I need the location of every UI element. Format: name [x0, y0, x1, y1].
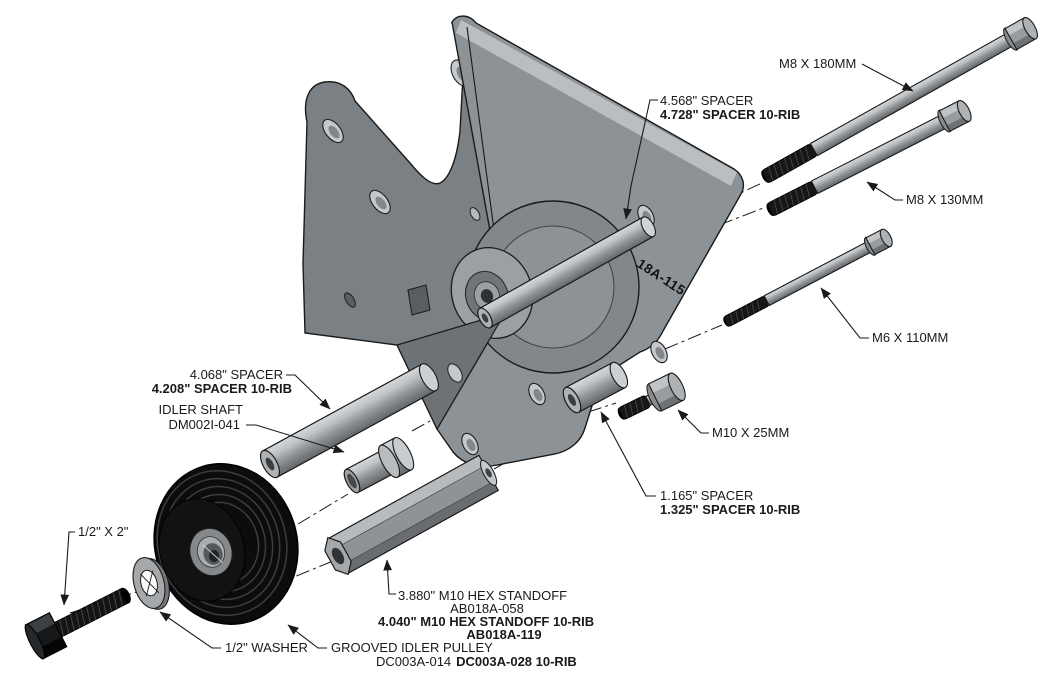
label-spacer-1165-line2: 1.325" SPACER 10-RIB — [660, 502, 800, 517]
label-standoff-line1: 3.880" M10 HEX STANDOFF — [398, 588, 567, 603]
label-spacer-4068-line1: 4.068" SPACER — [190, 367, 283, 382]
bracket-gusset-hole — [447, 363, 463, 383]
bolt-half-inch-part — [24, 587, 131, 660]
label-spacer-4568-line2: 4.728" SPACER 10-RIB — [660, 107, 800, 122]
leader-m8x130 — [866, 181, 903, 201]
bolt-m6x110-part — [723, 228, 893, 327]
label-washer: 1/2" WASHER — [225, 640, 308, 655]
spacer-4568-part — [477, 216, 656, 329]
label-idler-shaft-line1: IDLER SHAFT — [158, 402, 243, 417]
bolt-m8x130-part — [766, 99, 972, 216]
label-standoff-line2: AB018A-058 — [450, 601, 524, 616]
leader-spacer-4568 — [623, 99, 658, 220]
label-spacer-4068-line2: 4.208" SPACER 10-RIB — [152, 381, 292, 396]
spacer-4068-part — [259, 363, 439, 479]
label-bolt-half-inch: 1/2" X 2" — [78, 524, 129, 539]
pulley-bearing — [189, 527, 233, 577]
leader-m8x180 — [861, 63, 914, 92]
leader-spacer-4068 — [286, 374, 331, 410]
label-m8x180: M8 X 180MM — [779, 56, 856, 71]
label-pulley-line1: GROOVED IDLER PULLEY — [331, 640, 493, 655]
bracket-top-bevel — [456, 20, 737, 186]
leader-spacer-1165 — [600, 411, 656, 497]
grooved-idler-pulley-part — [153, 463, 299, 625]
label-standoff-line3: 4.040" M10 HEX STANDOFF 10-RIB — [378, 614, 594, 629]
leader-pulley — [287, 624, 327, 649]
leader-lines — [60, 63, 914, 649]
label-spacer-1165-line1: 1.165" SPACER — [660, 488, 753, 503]
leader-idler-shaft — [246, 424, 345, 454]
label-spacer-4568-line1: 4.568" SPACER — [660, 93, 753, 108]
label-pulley-code-regular: DC003A-014 — [376, 654, 451, 669]
spacer-1165-part — [562, 361, 629, 414]
label-standoff-line4: AB018A-119 — [466, 627, 541, 642]
label-m6x110: M6 X 110MM — [872, 330, 948, 345]
label-pulley-line2: DC003A-014 DC003A-028 10-RIB — [376, 654, 577, 669]
labels: 4.568" SPACER 4.728" SPACER 10-RIB M8 X … — [78, 56, 983, 669]
leader-m10x25 — [677, 409, 709, 434]
leader-bolt-half — [60, 531, 75, 606]
bolt-m8x180-part — [761, 16, 1038, 183]
bolt-m10x25-part — [617, 372, 686, 420]
leader-hex-standoff — [383, 559, 396, 595]
bracket-rect-cutout — [407, 284, 431, 316]
label-m8x130: M8 X 130MM — [906, 192, 983, 207]
leader-m6x110 — [820, 287, 869, 339]
label-pulley-code-bold: DC003A-028 10-RIB — [456, 654, 577, 669]
washer-part — [132, 557, 170, 610]
label-idler-shaft-line2: DM002I-041 — [168, 417, 240, 432]
leader-washer — [159, 611, 221, 649]
hex-standoff-part — [324, 454, 500, 576]
idler-shaft-part — [343, 436, 415, 494]
label-m10x25: M10 X 25MM — [712, 425, 789, 440]
bracket-front-holes — [461, 204, 668, 456]
